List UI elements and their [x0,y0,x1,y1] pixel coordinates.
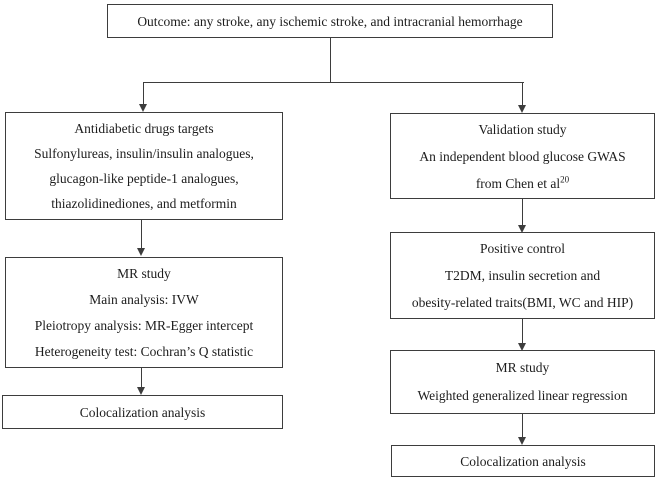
mr-left-title: MR study [117,265,171,281]
mr-left-line: Heterogeneity test: Cochran’s Q statisti… [34,343,254,359]
arrow-positive-to-mr-line [521,319,524,344]
arrowhead-targets-to-mr [136,248,145,256]
positive-control-box: Positive control T2DM, insulin secretion… [390,232,655,319]
colocalization-box-left: Colocalization analysis [2,395,283,429]
arrow-mr-to-coloc-right-line [521,414,524,438]
coloc-left-text: Colocalization analysis [79,404,206,420]
coloc-right-text: Colocalization analysis [460,453,586,469]
outcome-box: Outcome: any stroke, any ischemic stroke… [107,4,553,38]
validation-title: Validation study [478,121,567,137]
colocalization-box-right: Colocalization analysis [391,445,655,477]
connector-drop-right [521,82,524,106]
connector-crossbar [143,81,524,83]
arrowhead-positive-to-mr [518,343,527,351]
positive-line: obesity-related traits(BMI, WC and HIP) [411,295,634,310]
validation-citation: from Chen et al20 [476,170,569,197]
positive-title: Positive control [479,241,566,256]
mr-study-box-right: MR study Weighted generalized linear reg… [390,350,655,414]
arrow-validation-to-positive-line [521,199,524,226]
arrowhead-to-validation [518,105,527,113]
arrow-mr-to-coloc-left-line [140,368,142,388]
mr-study-box-left: MR study Main analysis: IVW Pleiotropy a… [5,257,283,368]
positive-line: T2DM, insulin secretion and [444,268,601,283]
arrowhead-mr-to-coloc-right [518,437,527,445]
mr-left-line: Pleiotropy analysis: MR-Egger intercept [34,317,254,333]
targets-line: glucagon-like peptide-1 analogues, [49,171,239,186]
antidiabetic-targets-box: Antidiabetic drugs targets Sulfonylureas… [5,112,283,220]
arrowhead-mr-to-coloc-left [136,387,145,395]
arrowhead-to-targets [138,104,147,112]
targets-title: Antidiabetic drugs targets [74,121,214,136]
targets-line: thiazolidinediones, and metformin [51,196,237,211]
targets-line: Sulfonylureas, insulin/insulin analogues… [34,146,254,161]
mr-right-title: MR study [495,360,550,375]
validation-line: An independent blood glucose GWAS [419,148,626,164]
arrowhead-validation-to-positive [518,225,527,233]
outcome-text: Outcome: any stroke, any ischemic stroke… [137,13,523,29]
validation-study-box: Validation study An independent blood gl… [390,113,655,199]
arrow-targets-to-mr-line [140,220,142,249]
citation-superscript: 20 [560,174,570,184]
citation-text: from Chen et al [475,175,561,191]
connector-drop-left [142,82,144,105]
mr-left-line: Main analysis: IVW [89,291,199,307]
mr-right-line: Weighted generalized linear regression [417,388,628,403]
connector-stem [329,38,331,82]
